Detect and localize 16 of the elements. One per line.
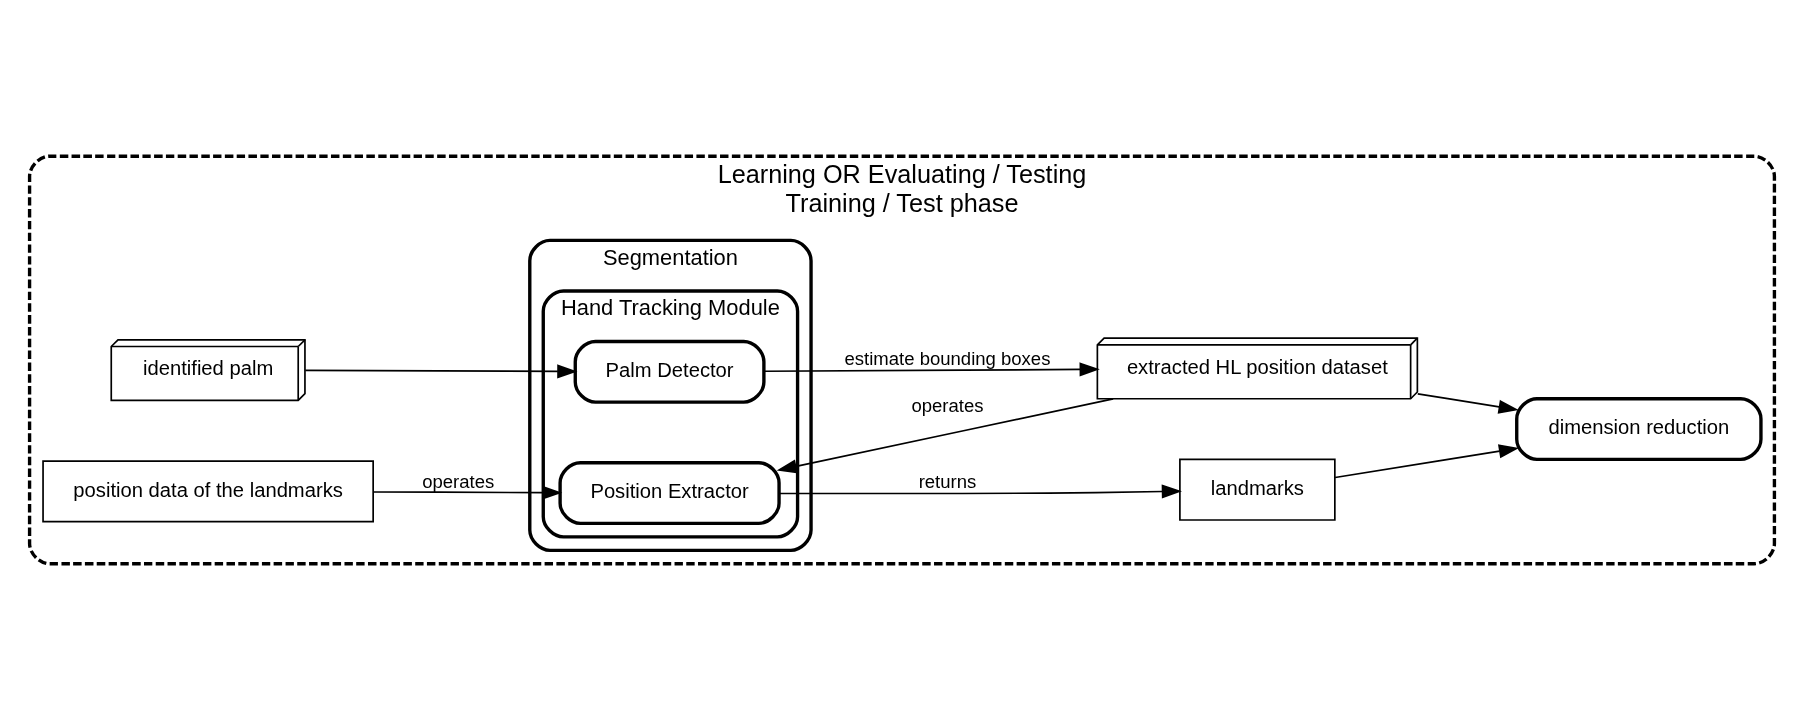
arrow — [778, 483, 1182, 499]
node-box: landmarks — [1179, 458, 1336, 521]
node-box: dimension reduction — [1515, 396, 1763, 461]
node-box: position data of the landmarks — [42, 459, 374, 522]
edge-label: operates — [911, 394, 984, 416]
edge-label: estimate bounding boxes — [844, 347, 1051, 369]
node-box: Position Extractor — [558, 460, 781, 525]
arrow — [763, 361, 1100, 376]
arrow — [372, 485, 563, 500]
arrow — [1416, 392, 1519, 414]
edge-label: returns — [918, 470, 977, 492]
node-box: Palm Detector — [573, 339, 766, 404]
edge-label: operates — [422, 470, 495, 492]
arrow — [1334, 443, 1520, 478]
arrow — [304, 363, 578, 378]
arrow — [776, 397, 1114, 473]
